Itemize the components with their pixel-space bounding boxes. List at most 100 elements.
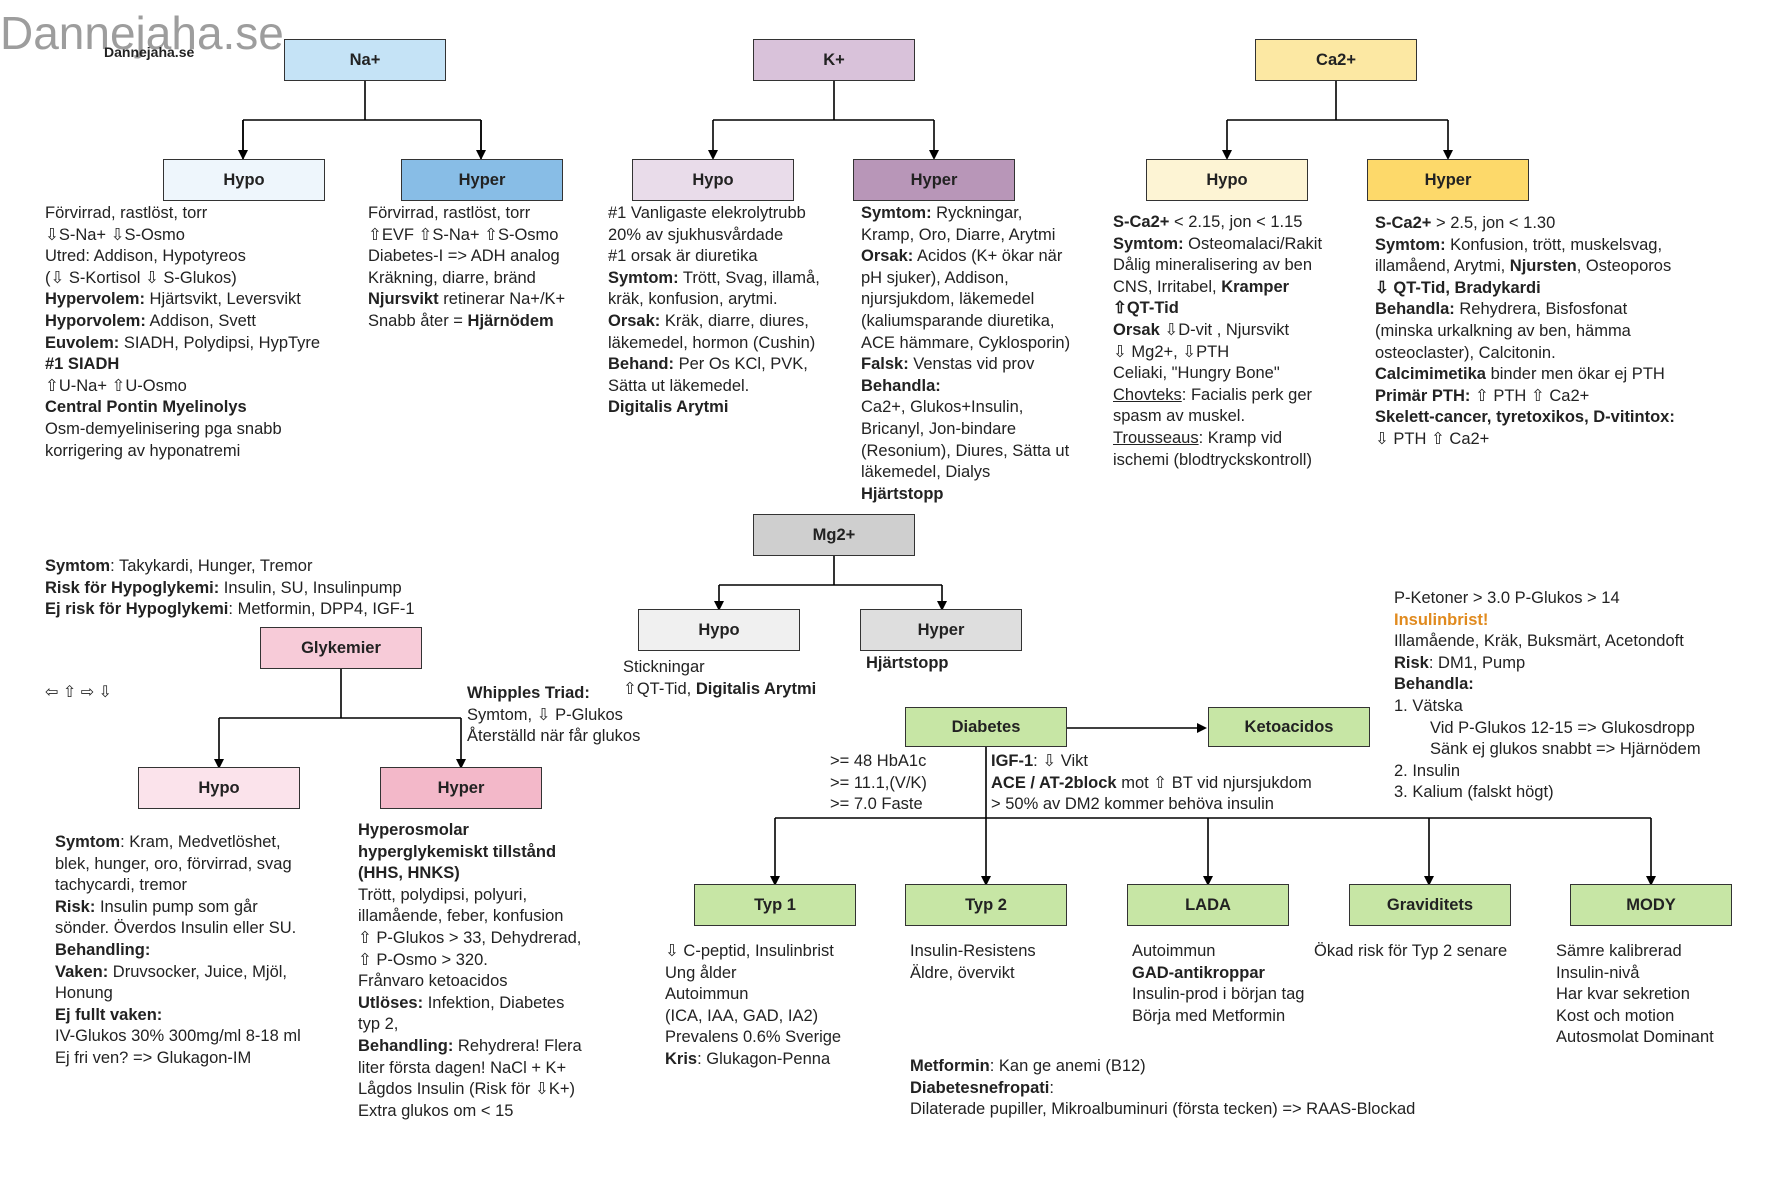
na-hypo-line: Förvirrad, rastlöst, torr [45,204,208,222]
mg-hypo-notes: Stickningar⇧QT-Tid, Digitalis Arytmi [623,657,816,700]
ca-hypo-line: Orsak ⇩D-vit , Njursvikt [1113,320,1290,339]
glyk-hyper-line: ⇧ P-Osmo > 320. [358,950,488,969]
ca-hyper-line: Primär PTH: ⇧ PTH ⇧ Ca2+ [1375,386,1590,405]
lada-line: GAD-antikroppar [1132,963,1265,982]
k-hypo-line: #1 orsak är diuretika [608,247,758,266]
glyk-hyper-line: Hyperosmolar [358,821,469,839]
glyk-top-line: Symtom: Takykardi, Hunger, Tremor [45,557,313,575]
k-hypo-line: Symtom: Trött, Svag, illamå, [608,268,820,287]
ca-hypo-line: S-Ca2+ < 2.15, jon < 1.15 [1113,213,1303,231]
na-hypo-line: Utred: Addison, Hypotyreos [45,247,246,266]
na-hyper-line: Kräkning, diarre, bränd [368,268,536,287]
glyk-hypo-notes: Symtom: Kram, Medvetlöshet,blek, hunger,… [55,832,301,1070]
mg-hyper-line: Hjärtstopp [866,654,949,672]
bottom-line: Metformin: Kan ge anemi (B12) [910,1057,1146,1075]
graviditets-notes: Ökad risk för Typ 2 senare [1314,941,1507,963]
glyk-hypo-line: sönder. Överdos Insulin eller SU. [55,919,297,938]
ca-hyper-line: (minska urkalkning av ben, hämma [1375,321,1631,340]
glyk-hypo-line: tachycardi, tremor [55,876,188,895]
typ1-line: Autoimmun [665,985,749,1004]
lada-line: Börja med Metformin [1132,1006,1286,1025]
k-hypo-line: Orsak: Kräk, diarre, diures, [608,311,809,330]
mg-hypo-line: Stickningar [623,658,705,676]
diabetes-criteria: >= 48 HbA1c>= 11.1,(V/K)>= 7.0 Faste [830,751,927,816]
mody-line: Har kvar sekretion [1556,985,1690,1004]
k-hypo-line: Behand: Per Os KCl, PVK, [608,355,808,374]
diab-right-line: IGF-1: ⇩ Vikt [991,752,1088,770]
na-hypo-line: Central Pontin Myelinolys [45,398,247,417]
mody-line: Insulin-nivå [1556,963,1640,982]
glyk-hypo-line: Risk: Insulin pump som går [55,897,258,916]
na-hypo-line: korrigering av hyponatremi [45,441,241,460]
glyk-hyper-line: Lågdos Insulin (Risk för ⇩K+) [358,1080,575,1099]
k-hyper-line: ACE hämmare, Cyklosporin) [861,333,1071,352]
ca-hyper-line: osteoclaster), Calcitonin. [1375,343,1556,362]
glyk-hyper-line: Frånvaro ketoacidos [358,972,508,991]
mody-line: Sämre kalibrerad [1556,942,1682,960]
k-hyper-line: Hjärtstopp [861,484,944,503]
na-hypo-line: Euvolem: SIADH, Polydipsi, HypTyre [45,333,321,352]
k-hypo-line: #1 Vanligaste elekrolytrubb [608,204,806,222]
diab-left-line: >= 48 HbA1c [830,752,927,770]
watermark-small: Dannejaha.se [104,44,195,60]
node-graviditets: Graviditets [1349,884,1511,926]
diab-right-line: ACE / AT-2block mot ⇧ BT vid njursjukdom [991,773,1312,792]
na-hyper-notes: Förvirrad, rastlöst, torr⇧EVF ⇧S-Na+ ⇧S-… [368,203,565,333]
lada-line: Autoimmun [1132,942,1216,960]
node-ca: Ca2+ [1255,39,1417,81]
glyk-hypo-line: Symtom: Kram, Medvetlöshet, [55,833,281,851]
node-k-hypo: Hypo [632,159,794,201]
k-hypo-line: 20% av sjukhusvårdade [608,225,784,244]
node-na-hypo: Hypo [163,159,325,201]
ca-hyper-line: ⇩ PTH ⇧ Ca2+ [1375,429,1490,448]
ca-hyper-line: S-Ca2+ > 2.5, jon < 1.30 [1375,214,1556,232]
node-mg: Mg2+ [753,514,915,556]
ca-hyper-line: ⇩ QT-Tid, Bradykardi [1375,278,1541,297]
node-diabetes: Diabetes [905,707,1067,747]
keto-line: P-Ketoner > 3.0 P-Glukos > 14 [1394,589,1620,607]
glyk-hypo-line: Vaken: Druvsocker, Juice, Mjöl, [55,962,288,981]
node-mg-hyper: Hyper [860,609,1022,651]
whipple-line: Återställd när får glukos [467,727,641,746]
node-k-hyper: Hyper [853,159,1015,201]
na-hypo-line: ⇧U-Na+ ⇧U-Osmo [45,376,187,395]
glyk-hypo-line: IV-Glukos 30% 300mg/ml 8-18 ml [55,1027,301,1046]
typ2-line: Insulin-Resistens [910,942,1036,960]
typ1-line: (ICA, IAA, GAD, IA2) [665,1006,819,1025]
ca-hypo-line: ⇧QT-Tid [1113,299,1179,318]
ca-hyper-line: Behandla: Rehydrera, Bisfosfonat [1375,300,1628,319]
k-hyper-line: Orsak: Acidos (K+ ökar när [861,247,1063,266]
node-ca-hyper: Hyper [1367,159,1529,201]
grav-line: Ökad risk för Typ 2 senare [1314,942,1508,960]
k-hyper-line: Bricanyl, Jon-bindare [861,419,1016,438]
ca-hypo-line: ischemi (blodtryckskontroll) [1113,450,1312,469]
ca-hypo-line: Symtom: Osteomalaci/Rakit [1113,234,1323,253]
keto-line: Behandla: [1394,675,1474,694]
glyk-hyper-line: Extra glukos om < 15 [358,1101,514,1120]
mody-line: Autosmolat Dominant [1556,1028,1714,1047]
typ2-line: Äldre, övervikt [910,963,1015,982]
glyk-hypo-line: Honung [55,984,113,1003]
na-hypo-line: Osm-demyelinisering pga snabb [45,419,282,438]
glyk-hyper-line: (HHS, HNKS) [358,864,460,883]
keto-line: 1. Vätska [1394,696,1463,715]
bottom-line: Diabetesnefropati: [910,1078,1054,1097]
ca-hyper-line: Calcimimetika binder men ökar ej PTH [1375,365,1665,384]
node-typ1: Typ 1 [694,884,856,926]
k-hyper-line: (kaliumsparande diuretika, [861,311,1055,330]
arrows-legend: ⇦ ⇧ ⇨ ⇩ [45,684,112,701]
ca-hyper-line: illamåend, Arytmi, Njursten, Osteoporos [1375,257,1672,276]
mody-line: Kost och motion [1556,1006,1675,1025]
node-ketoacidos: Ketoacidos [1208,707,1370,747]
node-glyk-hyper: Hyper [380,767,542,809]
k-hyper-line: Ca2+, Glukos+Insulin, [861,398,1024,417]
